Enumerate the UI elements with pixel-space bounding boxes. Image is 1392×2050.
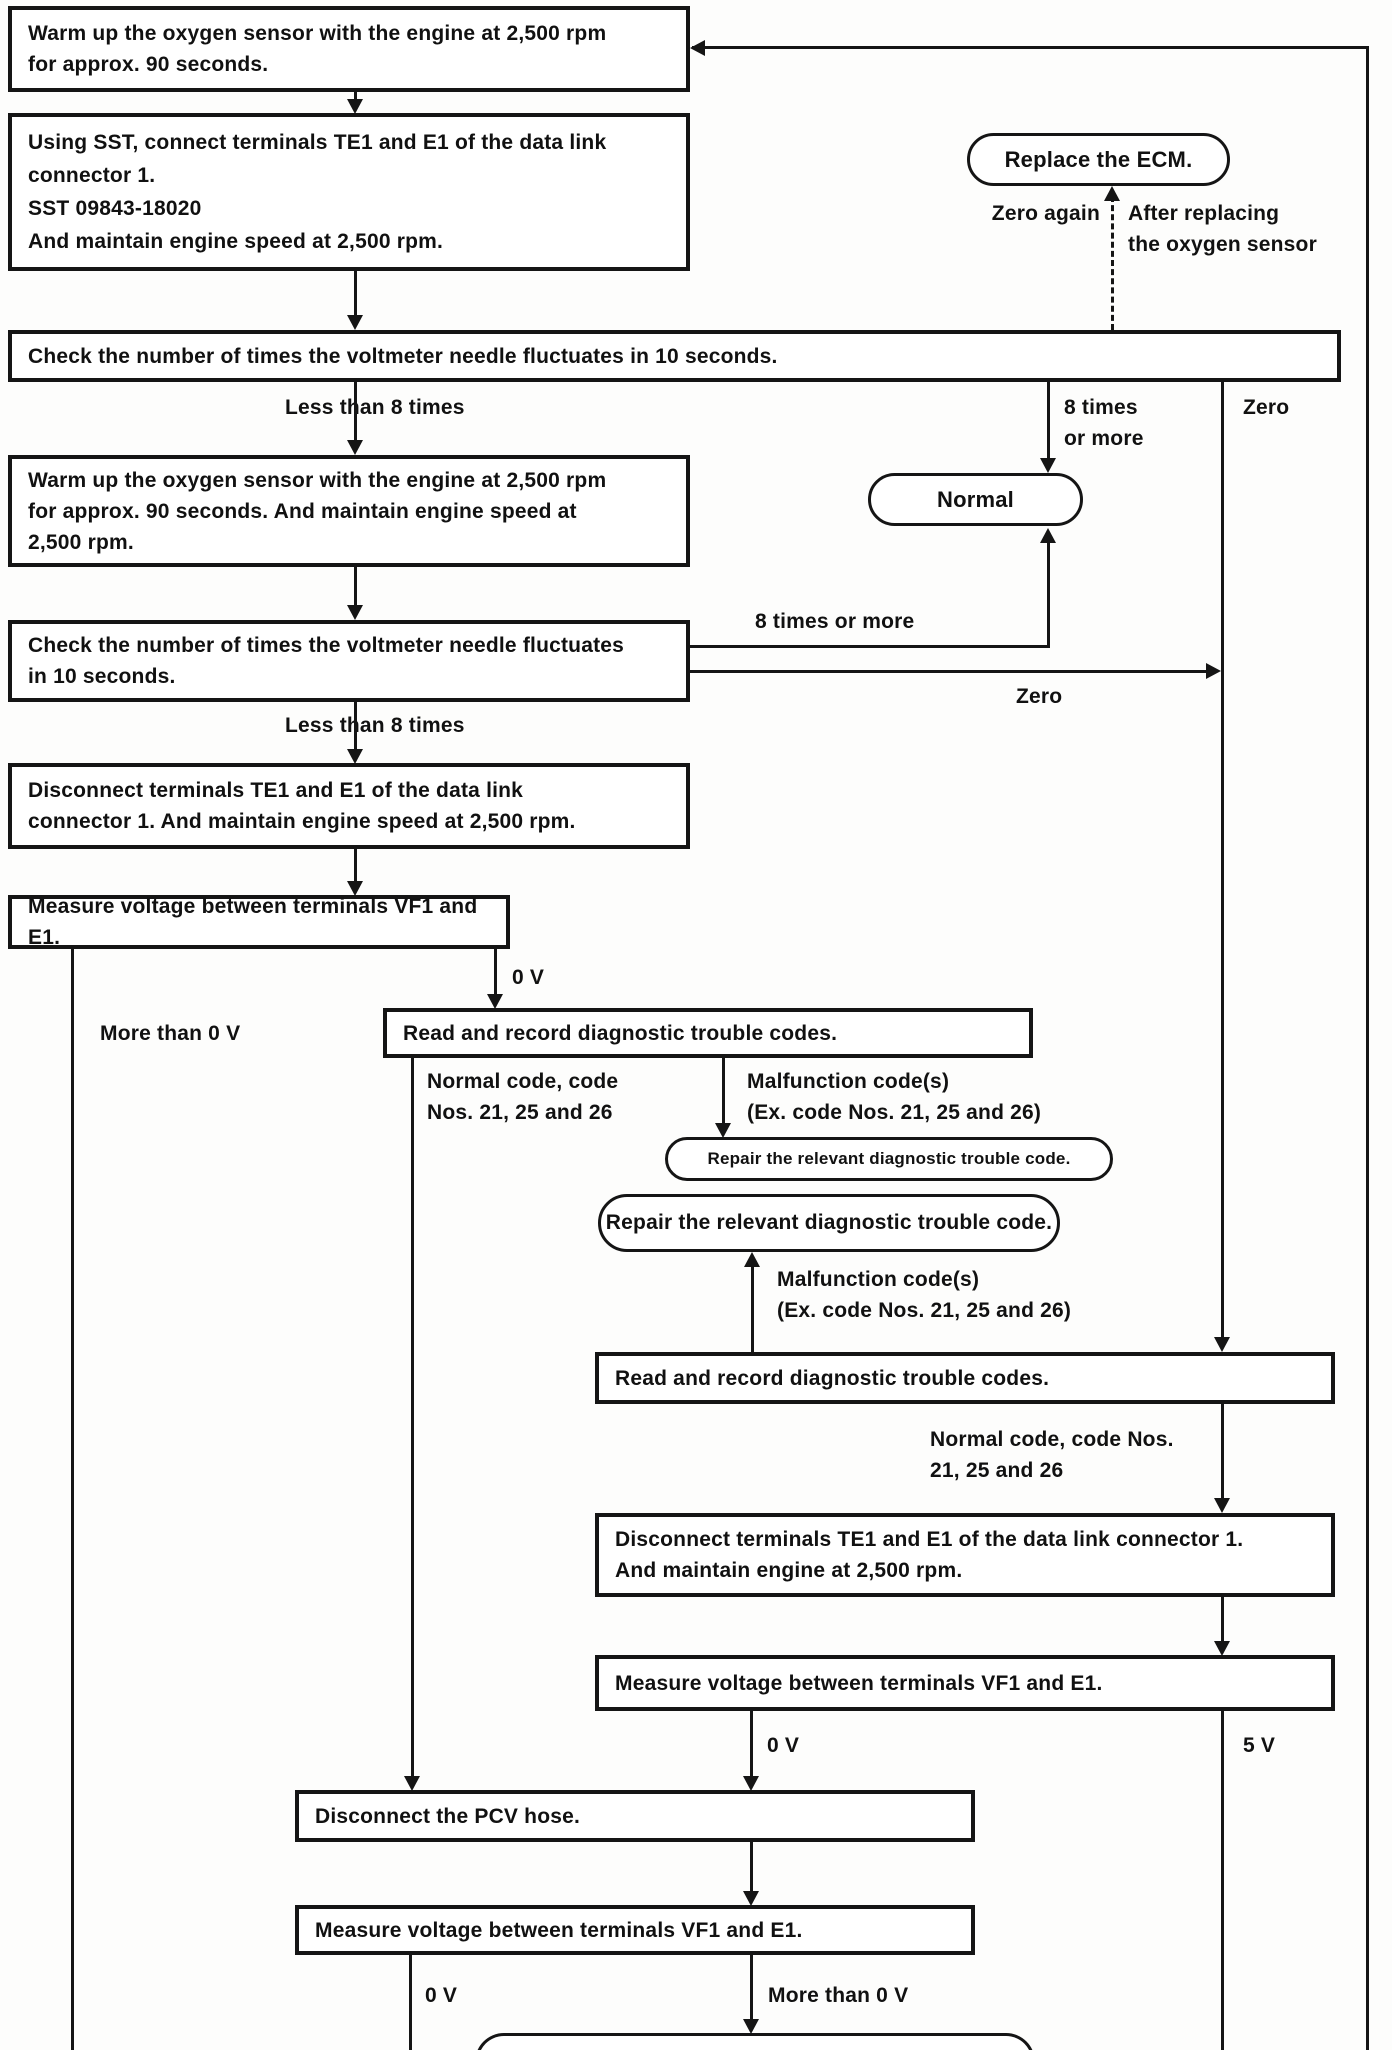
edge-label-zero-again: Zero again <box>991 202 1100 225</box>
process-box-connect-sst: Using SST, connect terminals TE1 and E1 … <box>8 113 690 271</box>
edge-line-less-than-8 <box>354 382 357 447</box>
process-box-text: Disconnect the PCV hose. <box>315 1804 581 1828</box>
edge-label-5v: 5 V <box>1243 1734 1276 1757</box>
edge-label-more-than-0v-left: More than 0 V <box>100 1022 241 1045</box>
arrowhead-down <box>1214 1641 1230 1656</box>
arrowhead-down <box>743 1891 759 1906</box>
edge-line <box>354 567 357 613</box>
process-box-check-needle-2: Check the number of times the voltmeter … <box>8 620 690 702</box>
process-box-text: Read and record diagnostic trouble codes… <box>403 1021 838 1045</box>
edge-line-zero-long <box>1221 382 1224 1344</box>
terminal-text: Repair the relevant diagnostic trouble c… <box>707 1149 1071 1168</box>
edge-line-5v <box>1221 1711 1224 2050</box>
edge-label-0v-1: 0 V <box>512 966 545 989</box>
terminal-text: Normal <box>937 486 1014 512</box>
process-box-measure-vf1-2: Measure voltage between terminals VF1 an… <box>595 1655 1335 1711</box>
process-box-text: Measure voltage between terminals VF1 an… <box>28 895 478 949</box>
edge-label-8-times-or-more-mid: 8 times or more <box>755 610 915 633</box>
arrowhead-down <box>715 1123 731 1138</box>
arrowhead-down <box>743 1776 759 1791</box>
process-box-measure-vf1-3: Measure voltage between terminals VF1 an… <box>295 1905 975 1955</box>
process-box-warm-up-2: Warm up the oxygen sensor with the engin… <box>8 455 690 567</box>
edge-label-normal-code-a: Normal code, code Nos. 21, 25 and 26 <box>427 1070 619 1124</box>
arrowhead-down <box>347 315 363 330</box>
process-box-text: Read and record diagnostic trouble codes… <box>615 1366 1050 1390</box>
arrowhead-down <box>1214 1498 1230 1513</box>
edge-line-0v <box>409 1955 412 2050</box>
terminal-normal: Normal <box>868 473 1083 526</box>
edge-line-more-than-0v <box>71 949 74 2050</box>
edge-line-zero-mid <box>690 670 1208 673</box>
edge-label-malfunction-codes-b: Malfunction code(s) (Ex. code Nos. 21, 2… <box>777 1268 1072 1322</box>
arrowhead-down <box>487 994 503 1009</box>
edge-label-normal-code-b: Normal code, code Nos. 21, 25 and 26 <box>930 1428 1174 1482</box>
arrowhead-left <box>690 40 705 56</box>
edge-line <box>1221 1597 1224 1649</box>
arrowhead-down <box>404 1776 420 1791</box>
terminal-cutoff-bottom <box>475 2033 1035 2050</box>
edge-line-return-top <box>692 46 1369 49</box>
edge-line <box>354 271 357 317</box>
process-box-text: Measure voltage between terminals VF1 an… <box>615 1671 1103 1695</box>
terminal-repair-code-large: Repair the relevant diagnostic trouble c… <box>598 1194 1060 1252</box>
arrowhead-up <box>744 1252 760 1267</box>
edge-line-dashed-to-ecm <box>1111 196 1117 330</box>
process-box-text: Using SST, connect terminals TE1 and E1 … <box>28 131 607 253</box>
process-box-warm-up-1: Warm up the oxygen sensor with the engin… <box>8 6 690 92</box>
edge-line <box>354 849 357 889</box>
process-box-text: Check the number of times the voltmeter … <box>28 634 625 688</box>
process-box-text: Measure voltage between terminals VF1 an… <box>315 1918 803 1942</box>
edge-label-0v-3: 0 V <box>425 1984 458 2007</box>
arrowhead-up <box>1104 186 1120 201</box>
terminal-text: Repair the relevant diagnostic trouble c… <box>605 1211 1053 1234</box>
edge-line <box>750 1842 753 1898</box>
edge-label-zero-top: Zero <box>1243 396 1290 419</box>
arrowhead-down <box>347 605 363 620</box>
terminal-text: Replace the ECM. <box>1004 146 1193 172</box>
edge-label-zero-mid: Zero <box>1016 685 1063 708</box>
arrowhead-down <box>347 99 363 114</box>
edge-line-8-times-to-normal <box>1047 382 1050 462</box>
edge-label-malfunction-codes-a: Malfunction code(s) (Ex. code Nos. 21, 2… <box>747 1070 1042 1124</box>
edge-label-less-than-8-times-1: Less than 8 times <box>285 396 465 419</box>
edge-line-0v <box>750 1711 753 1784</box>
process-box-read-codes-2: Read and record diagnostic trouble codes… <box>595 1352 1335 1404</box>
edge-label-less-than-8-times-2: Less than 8 times <box>285 714 465 737</box>
arrowhead-down <box>347 440 363 455</box>
edge-line-return-right <box>1366 46 1369 2050</box>
edge-line-malfunction <box>722 1058 725 1132</box>
arrowhead-down <box>1040 458 1056 473</box>
edge-line <box>1221 1404 1224 1507</box>
edge-label-8-times-or-more-top: 8 times or more <box>1064 396 1144 450</box>
process-box-text: Warm up the oxygen sensor with the engin… <box>28 468 607 554</box>
process-box-check-needle-1: Check the number of times the voltmeter … <box>8 330 1341 382</box>
process-box-text: Disconnect terminals TE1 and E1 of the d… <box>28 779 576 833</box>
edge-label-more-than-0v-bottom: More than 0 V <box>768 1984 909 2007</box>
edge-line-malfunction-up <box>751 1262 754 1352</box>
process-box-disconnect-te1-2: Disconnect terminals TE1 and E1 of the d… <box>595 1513 1335 1597</box>
process-box-measure-vf1-1: Measure voltage between terminals VF1 an… <box>8 895 510 949</box>
process-box-read-codes-1: Read and record diagnostic trouble codes… <box>383 1008 1033 1058</box>
arrowhead-down <box>1214 1337 1230 1352</box>
edge-line-more-than-0v <box>750 1955 753 2027</box>
process-box-text: Disconnect terminals TE1 and E1 of the d… <box>615 1528 1244 1582</box>
edge-line-up-to-normal <box>1047 540 1050 648</box>
process-box-disconnect-pcv: Disconnect the PCV hose. <box>295 1790 975 1842</box>
edge-label-0v-2: 0 V <box>767 1734 800 1757</box>
edge-label-after-replacing: After replacing the oxygen sensor <box>1128 202 1317 256</box>
terminal-replace-ecm: Replace the ECM. <box>967 133 1230 186</box>
process-box-text: Check the number of times the voltmeter … <box>28 344 778 368</box>
arrowhead-down <box>347 749 363 764</box>
edge-line-normal-code <box>411 1058 414 1785</box>
edge-line-8-times-mid <box>690 645 1050 648</box>
arrowhead-down <box>743 2019 759 2034</box>
process-box-text: Warm up the oxygen sensor with the engin… <box>28 22 607 76</box>
arrowhead-up <box>1040 528 1056 543</box>
arrowhead-right <box>1206 663 1221 679</box>
arrowhead-down <box>347 881 363 896</box>
terminal-repair-code-small: Repair the relevant diagnostic trouble c… <box>665 1137 1113 1181</box>
edge-line <box>354 702 357 756</box>
edge-line-0v <box>494 949 497 1002</box>
process-box-disconnect-te1-1: Disconnect terminals TE1 and E1 of the d… <box>8 763 690 849</box>
